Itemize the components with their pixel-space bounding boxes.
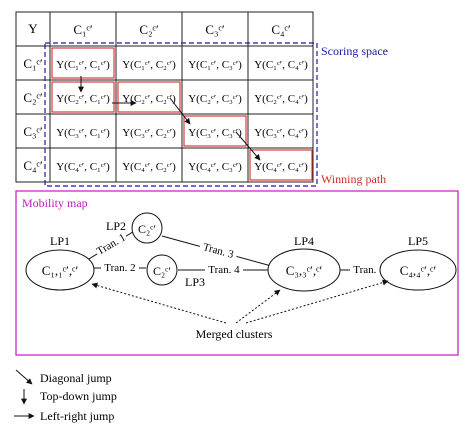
node-lp1-label: LP1 [50, 234, 70, 248]
edge-label-tran-3: Tran. 3 [202, 241, 236, 261]
node-lp5-label: LP5 [408, 234, 428, 248]
matrix-cell: Υ(C₄ᶜ′, C₁ᶜ′) [56, 161, 110, 173]
matrix-cell: Υ(C₁ᶜ′, C₂ᶜ′) [122, 59, 176, 71]
mobility-map-title: Mobility map [22, 196, 88, 210]
winning-path-label: Winning path [321, 172, 386, 186]
column-headers: C₁ᶜ′ C₂ᶜ′ C₃ᶜ′ C₄ᶜ′ [73, 22, 291, 37]
node-lp2-label: LP2 [106, 219, 126, 233]
matrix-cell: Υ(C₃ᶜ′, C₁ᶜ′) [56, 127, 110, 139]
mobility-map-frame [15, 190, 459, 356]
winning-path-cell [51, 47, 115, 79]
matrix-cell: Υ(C₃ᶜ′, C₃ᶜ′) [188, 127, 242, 139]
edge-label-tran-1: Tran. 1 [95, 232, 128, 258]
node-lp3: LP3 C₂ᶜ′ [146, 254, 205, 289]
node-lp4-content: C₃,₃ᶜ′,ᶜ′ [286, 263, 323, 278]
node-lp2: LP2 C₂ᶜ′ [106, 212, 163, 244]
node-lp1-content: C₁,₁ᶜ′,ᶜ′ [42, 263, 79, 278]
merged-cluster-arrows [91, 279, 389, 324]
matrix-cell: Υ(C₄ᶜ′, C₄ᶜ′) [254, 161, 308, 173]
matrix-cell: Υ(C₃ᶜ′, C₄ᶜ′) [254, 127, 308, 139]
edge-label-tran-5: Tran. 5 [353, 264, 385, 276]
row-headers: C₁ᶜ′ C₂ᶜ′ C₃ᶜ′ C₄ᶜ′ [23, 56, 43, 173]
winning-path-cell [51, 81, 115, 113]
node-lp5-content: C₄,₄ᶜ′,ᶜ′ [400, 263, 437, 278]
diagonal-arrow-icon [15, 369, 33, 385]
diagonal-jump-arrow-1 [169, 97, 191, 125]
matrix-cell: Υ(C₂ᶜ′, C₄ᶜ′) [254, 93, 308, 105]
row-header: C₃ᶜ′ [23, 124, 43, 139]
winning-path-arrows [78, 76, 261, 161]
matrix-cell: Υ(C₁ᶜ′, C₃ᶜ′) [188, 59, 242, 71]
legend-left-right-label: Left-right jump [40, 409, 114, 423]
node-lp4: LP4 C₃,₃ᶜ′,ᶜ′ [267, 234, 341, 292]
matrix-cell: Υ(C₄ᶜ′, C₂ᶜ′) [122, 161, 176, 173]
merged-arrow-lp5 [245, 279, 389, 324]
row-header: C₁ᶜ′ [23, 56, 43, 71]
winning-path-cell [117, 81, 181, 113]
merged-arrow-lp4 [235, 289, 281, 324]
edge-label-tran-2: Tran. 2 [104, 262, 135, 274]
node-lp4-label: LP4 [294, 234, 314, 248]
column-header: C₁ᶜ′ [73, 22, 93, 37]
node-lp3-content: C₂ᶜ′ [153, 264, 171, 278]
diagonal-jump-arrow-2 [235, 131, 261, 161]
column-header: C₂ᶜ′ [139, 22, 159, 37]
node-lp3-label: LP3 [185, 275, 205, 289]
edge-label-tran-4: Tran. 4 [208, 264, 240, 276]
matrix-grid [15, 11, 314, 183]
legend-top-down-label: Top-down jump [40, 389, 117, 403]
scoring-space-label: Scoring space [321, 44, 388, 58]
node-lp2-content: C₂ᶜ′ [138, 222, 156, 236]
merged-arrow-lp1 [91, 282, 227, 324]
matrix-cell: Υ(C₂ᶜ′, C₁ᶜ′) [56, 93, 110, 105]
winning-path-cells [51, 47, 313, 181]
mobility-map: Mobility map Tran. 1 Tran. 2 Tran. 3 Tra… [15, 190, 459, 356]
matrix-cell: Υ(C₂ᶜ′, C₃ᶜ′) [188, 93, 242, 105]
legend [14, 369, 35, 419]
node-lp5: LP5 C₄,₄ᶜ′,ᶜ′ [379, 234, 457, 291]
transition-labels: Tran. 1 Tran. 2 Tran. 3 Tran. 4 Tran. 5 [93, 230, 388, 276]
legend-diagonal-label: Diagonal jump [40, 371, 112, 385]
winning-path-cell [183, 115, 247, 147]
matrix-cell: Υ(C₃ᶜ′, C₂ᶜ′) [122, 127, 176, 139]
matrix-corner-symbol: Υ [28, 21, 38, 36]
winning-path-cell [249, 149, 313, 181]
column-header: C₄ᶜ′ [271, 22, 291, 37]
scoring-space-box [44, 42, 318, 187]
matrix-cell: Υ(C₁ᶜ′, C₁ᶜ′) [56, 59, 110, 71]
row-header: C₄ᶜ′ [23, 158, 43, 173]
matrix-cell: Υ(C₁ᶜ′, C₄ᶜ′) [254, 59, 308, 71]
scoring-matrix: Υ C₁ᶜ′ C₂ᶜ′ C₃ᶜ′ C₄ᶜ′ C₁ᶜ′ C₂ᶜ′ C₃ᶜ′ C₄ᶜ′ Υ(C₁… [15, 11, 388, 187]
row-header: C₂ᶜ′ [23, 90, 43, 105]
column-header: C₃ᶜ′ [205, 22, 225, 37]
matrix-cell: Υ(C₄ᶜ′, C₃ᶜ′) [188, 161, 242, 173]
merged-clusters-label: Merged clusters [196, 327, 273, 341]
node-lp1: LP1 C₁,₁ᶜ′,ᶜ′ [25, 234, 95, 291]
